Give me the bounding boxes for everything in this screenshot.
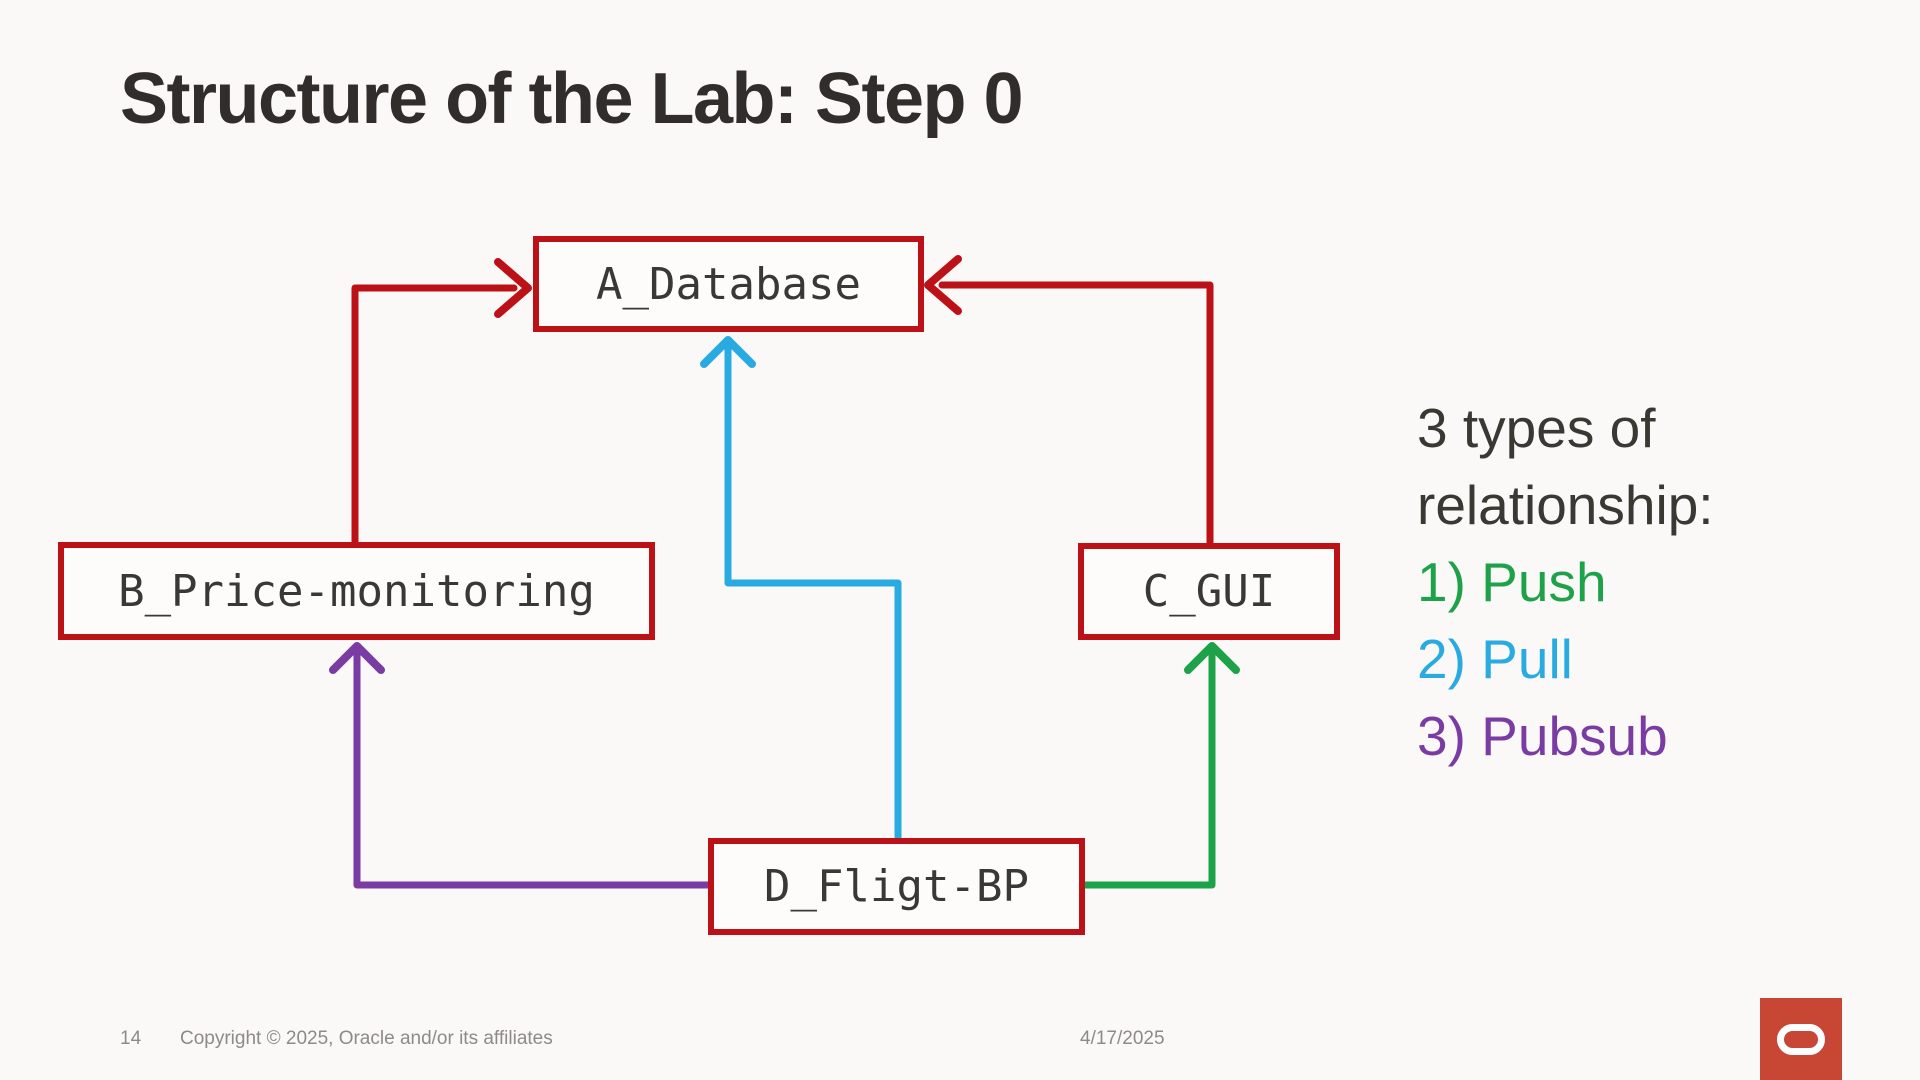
oracle-logo xyxy=(1760,998,1842,1080)
node-d-label: D_Fligt-BP xyxy=(764,861,1029,912)
node-d-fligt-bp: D_Fligt-BP xyxy=(708,838,1085,935)
node-a-label: A_Database xyxy=(596,258,861,310)
oracle-o-icon xyxy=(1777,1023,1825,1055)
slide-footer: 14 Copyright © 2025, Oracle and/or its a… xyxy=(0,1028,1920,1058)
arrow-b-to-a xyxy=(351,258,532,549)
legend-item-push: 1) Push xyxy=(1417,551,1607,613)
node-b-label: B_Price-monitoring xyxy=(118,565,595,617)
legend-intro-line-1: 3 types of xyxy=(1417,397,1656,459)
slide-date: 4/17/2025 xyxy=(1080,1028,1165,1049)
node-c-label: C_GUI xyxy=(1142,566,1276,617)
arrow-c-to-a xyxy=(924,255,1214,550)
arrow-d-to-a-pull xyxy=(700,336,902,844)
slide-title: Structure of the Lab: Step 0 xyxy=(120,59,1024,139)
arrow-d-to-b-pubsub xyxy=(329,642,714,889)
page-number: 14 xyxy=(120,1028,142,1049)
legend-intro-line-2: relationship: xyxy=(1417,474,1714,536)
legend-item-pubsub: 3) Pubsub xyxy=(1417,705,1668,767)
node-c-gui: C_GUI xyxy=(1078,543,1340,640)
copyright-text: Copyright © 2025, Oracle and/or its affi… xyxy=(180,1028,553,1049)
node-a-database: A_Database xyxy=(533,236,924,332)
legend-item-pull: 2) Pull xyxy=(1417,628,1573,690)
relationship-legend: 3 types of relationship: 1) Push 2) Pull… xyxy=(1417,390,1714,775)
node-b-price-monitoring: B_Price-monitoring xyxy=(58,542,655,640)
arrow-d-to-c-push xyxy=(1079,642,1240,889)
